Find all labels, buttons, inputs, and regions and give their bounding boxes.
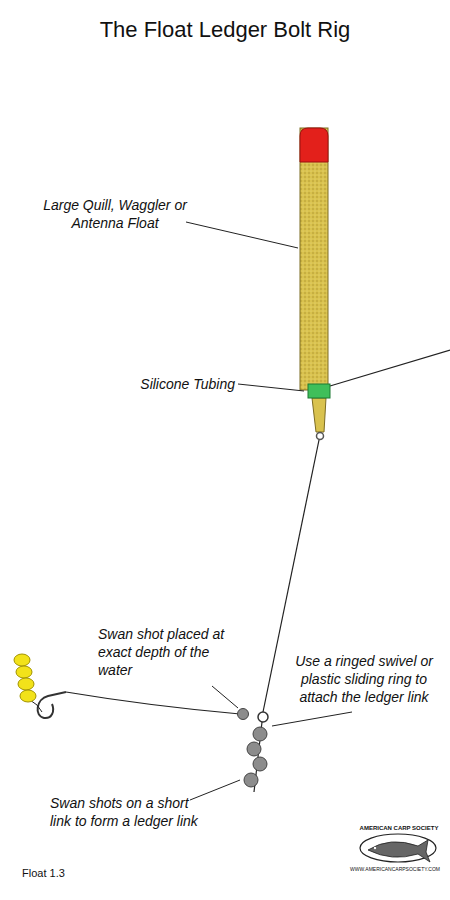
float-label: Large Quill, Waggler or Antenna Float [40, 196, 190, 232]
watermark-url: WWW.AMERICANCARPSOCIETY.COM [343, 866, 447, 873]
tubing-label: Silicone Tubing [100, 375, 235, 393]
silicone-tubing [308, 384, 330, 398]
ring [258, 712, 268, 722]
shot-label: Swan shot placed at exact depth of the w… [98, 625, 226, 680]
society-logo [360, 834, 436, 862]
ledger-label: Swan shots on a short link to form a led… [50, 794, 200, 830]
swivel-label: Use a ringed swivel or plastic sliding r… [281, 652, 447, 707]
ledger-shots [244, 727, 267, 787]
diagram-title: The Float Ledger Bolt Rig [0, 16, 450, 45]
leader-lines [186, 222, 352, 800]
hook [38, 692, 66, 718]
main-line [330, 350, 450, 386]
swan-shot [238, 709, 249, 720]
figure-number: Float 1.3 [22, 866, 122, 880]
boilies [14, 654, 36, 702]
watermark: AMERICAN CARP SOCIETY [356, 825, 442, 833]
hook-link [66, 692, 240, 714]
